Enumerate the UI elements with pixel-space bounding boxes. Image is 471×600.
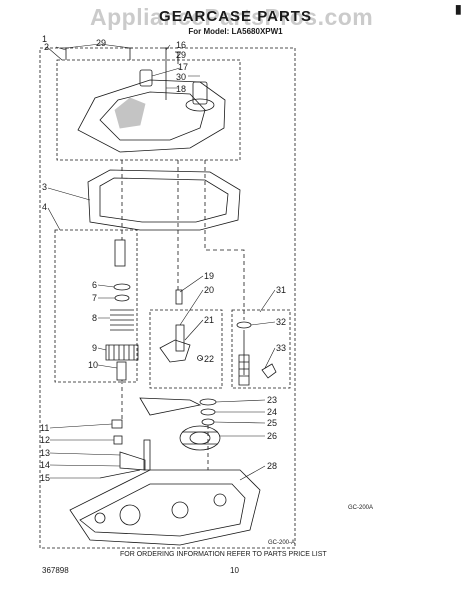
callout-24: 24: [267, 407, 277, 417]
pinion-parts: [236, 321, 277, 386]
callout-33: 33: [276, 343, 286, 353]
callout-12: 12: [40, 435, 50, 445]
callout-14: 14: [40, 460, 50, 470]
screw-parts: [63, 47, 181, 64]
callout-31: 31: [276, 285, 286, 295]
leader-lines: [46, 43, 276, 481]
callout-15: 15: [40, 473, 50, 483]
callout-9: 9: [92, 343, 97, 353]
model-line: For Model: LA5680XPW1: [188, 27, 283, 36]
callout-7: 7: [92, 293, 97, 303]
callout-18: 18: [176, 84, 186, 94]
callout-4: 4: [42, 202, 47, 212]
callout-6: 6: [92, 280, 97, 290]
callout-22: 22: [204, 354, 214, 364]
helix-group-box: [54, 229, 138, 383]
callout-17: 17: [178, 62, 188, 72]
callout-10: 10: [88, 360, 98, 370]
callout-30: 30: [176, 72, 186, 82]
callout-11: 11: [40, 423, 49, 433]
callout-19: 19: [204, 271, 214, 281]
helix-parts: [105, 239, 139, 381]
callout-26: 26: [267, 431, 277, 441]
callout-16: 16: [176, 40, 186, 50]
gearcase-base: [69, 469, 261, 546]
callout-1: 1: [42, 34, 47, 44]
callout-25: 25: [267, 418, 277, 428]
figure-code-a: GC-200-A: [268, 540, 295, 546]
gasket: [87, 169, 241, 231]
assembly-outline: [39, 47, 296, 549]
ordering-note: FOR ORDERING INFORMATION REFER TO PARTS …: [120, 551, 327, 558]
callout-29-right: 29: [176, 50, 186, 60]
callout-3: 3: [42, 182, 47, 192]
callout-2: 2: [44, 42, 49, 52]
callout-23: 23: [267, 395, 277, 405]
page-title: GEARCASE PARTS: [159, 8, 312, 25]
document-number: 367898: [42, 566, 69, 575]
lower-small-parts: [99, 419, 151, 479]
callout-28: 28: [267, 461, 277, 471]
page-number: 10: [230, 566, 239, 575]
callout-21: 21: [204, 315, 214, 325]
callout-32: 32: [276, 317, 286, 327]
figure-code-b: GC-200A: [348, 505, 373, 511]
callout-13: 13: [40, 448, 50, 458]
watermark-text: AppliancePartsPros.com: [90, 4, 374, 30]
callout-8: 8: [92, 313, 97, 323]
gearcase-cover: [77, 79, 226, 153]
pinion-box: [231, 309, 291, 389]
cover-group-box: [56, 59, 241, 161]
corner-mark: ▮: [455, 2, 462, 16]
callout-20: 20: [204, 285, 214, 295]
bushing-part: [139, 69, 153, 87]
callout-29-left: 29: [96, 38, 106, 48]
shift-fork-box: [149, 309, 223, 389]
drive-gear-parts: [139, 397, 221, 451]
connector-lines: [121, 160, 245, 470]
